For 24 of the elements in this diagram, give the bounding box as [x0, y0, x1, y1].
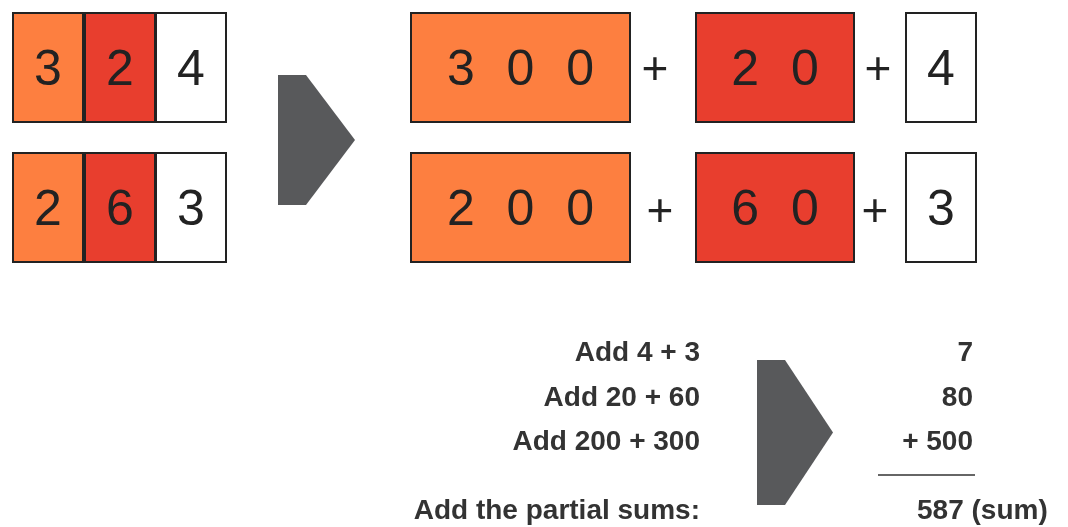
digit-box: 4	[155, 12, 227, 123]
step-text: Add 200 + 300	[512, 425, 700, 457]
step-text: Add 4 + 3	[574, 336, 700, 368]
number-text: 80	[941, 381, 973, 413]
step-text: Add the partial sums:	[413, 494, 700, 526]
digit-box: 2 0	[695, 12, 855, 123]
digit-box: 4	[905, 12, 977, 123]
digit-box: 3	[905, 152, 977, 263]
number-text: + 500	[902, 425, 973, 457]
plus-sign: +	[864, 41, 892, 95]
digit-box: 2	[12, 152, 84, 263]
digit-box: 3	[12, 12, 84, 123]
plus-sign: +	[646, 183, 674, 237]
digit-box: 3	[155, 152, 227, 263]
digit-box: 2 0 0	[410, 152, 631, 263]
plus-sign: +	[641, 41, 669, 95]
digit-box: 3 0 0	[410, 12, 631, 123]
number-text: 7	[957, 336, 973, 368]
digit-box: 6	[84, 152, 156, 263]
step-text: Add 20 + 60	[543, 381, 700, 413]
digit-box: 6 0	[695, 152, 855, 263]
plus-sign: +	[861, 183, 889, 237]
digit-box: 2	[84, 12, 156, 123]
number-text: 587 (sum)	[917, 494, 1048, 526]
